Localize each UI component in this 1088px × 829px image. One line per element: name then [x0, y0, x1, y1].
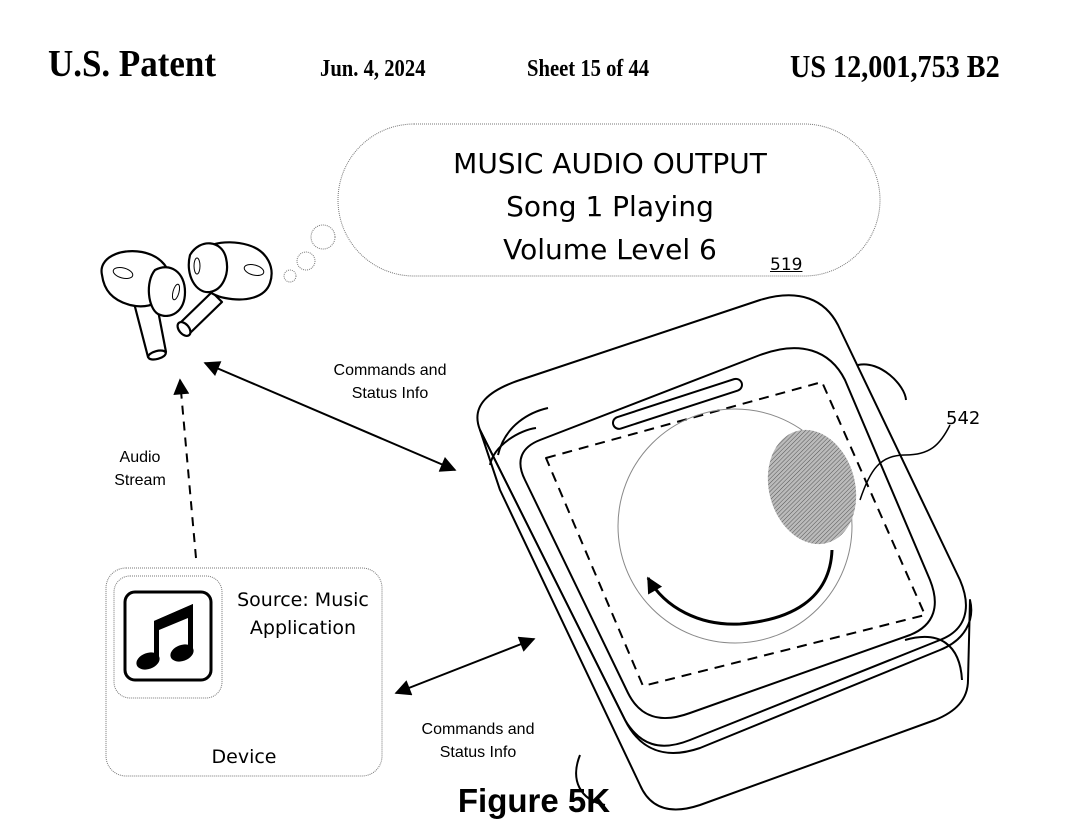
commands-label-top-line2: Status Info: [351, 385, 429, 402]
device-source-line1: Source: Music: [237, 589, 369, 611]
ref-519: 519: [770, 255, 803, 275]
charging-case: [476, 294, 973, 811]
commands-arrow-bottom: [394, 636, 536, 696]
bubble-dot-medium: [296, 251, 316, 271]
ref-542: 542: [946, 408, 981, 429]
device-name-label: Device: [211, 746, 277, 768]
commands-label-top-line1: Commands and: [333, 362, 447, 379]
audio-stream-label-line2: Stream: [114, 472, 166, 489]
commands-label-bottom-line2: Status Info: [439, 744, 517, 761]
audio-stream-label-line1: Audio: [119, 449, 161, 466]
commands-label-bottom-line1: Commands and: [421, 721, 535, 738]
bubble-dot-small: [283, 269, 297, 283]
commands-arrow-top: [203, 361, 457, 472]
publication-label: U.S. Patent: [48, 43, 217, 85]
commands-label-top: Commands and Status Info: [310, 359, 470, 405]
publication-date: Jun. 4, 2024: [320, 56, 426, 82]
bubble-dot-large: [310, 224, 336, 250]
patent-number: US 12,001,753 B2: [790, 48, 1000, 84]
thought-bubble: [283, 123, 881, 283]
device-box: [105, 567, 383, 777]
audio-stream-label: Audio Stream: [100, 446, 180, 492]
device-source-label: Source: Music Application: [228, 586, 378, 642]
device-source-line2: Application: [249, 617, 357, 639]
bubble-text: MUSIC AUDIO OUTPUT Song 1 Playing Volume…: [400, 142, 820, 271]
sheet-number: Sheet 15 of 44: [527, 56, 650, 82]
commands-label-bottom: Commands and Status Info: [398, 718, 558, 764]
figure-caption: Figure 5K: [457, 782, 611, 819]
earbuds-icon: [100, 241, 273, 361]
touch-spot: [767, 429, 857, 545]
bubble-title: MUSIC AUDIO OUTPUT: [453, 147, 767, 180]
audio-stream-arrow: [173, 378, 197, 559]
bubble-volume: Volume Level 6: [503, 233, 717, 266]
music-note-icon: [136, 604, 194, 670]
bubble-song: Song 1 Playing: [506, 190, 714, 223]
